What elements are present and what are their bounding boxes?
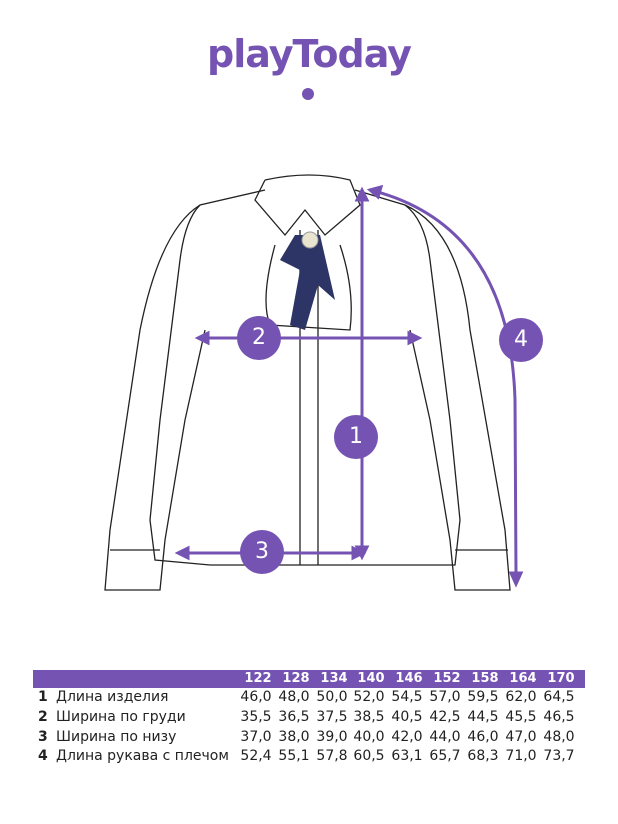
measure-number: 2 — [38, 709, 48, 725]
marker-2: 2 — [237, 316, 281, 360]
table-cell: 40,0 — [353, 729, 385, 745]
measure-name: Длина изделия — [56, 689, 169, 705]
logo-dot — [302, 88, 314, 100]
size-header: 158 — [471, 671, 499, 686]
table-cell: 37,0 — [240, 729, 272, 745]
size-header: 152 — [433, 671, 461, 686]
table-cell: 57,0 — [429, 689, 461, 705]
table-cell: 42,5 — [429, 709, 461, 725]
right-sleeve — [404, 204, 511, 591]
table-cell: 42,0 — [391, 729, 423, 745]
size-header-bar — [33, 670, 585, 688]
measure-label: 1 Длина изделия — [38, 689, 168, 705]
table-cell: 52,0 — [353, 689, 385, 705]
measure-label: 4 Длина рукава с плечом — [38, 748, 229, 764]
table-cell: 50,0 — [316, 689, 348, 705]
table-cell: 63,1 — [391, 748, 423, 764]
table-cell: 57,8 — [316, 748, 348, 764]
table-cell: 40,5 — [391, 709, 423, 725]
table-cell: 55,1 — [278, 748, 310, 764]
table-cell: 38,0 — [278, 729, 310, 745]
measure-number: 4 — [38, 748, 48, 764]
marker-1: 1 — [334, 415, 378, 459]
table-cell: 62,0 — [505, 689, 537, 705]
measure-number: 3 — [38, 729, 48, 745]
measure-number: 1 — [38, 689, 48, 705]
table-cell: 46,5 — [543, 709, 575, 725]
size-header: 122 — [244, 671, 272, 686]
table-cell: 48,0 — [543, 729, 575, 745]
marker-3: 3 — [240, 530, 284, 574]
measure-label: 2 Ширина по груди — [38, 709, 186, 725]
table-cell: 71,0 — [505, 748, 537, 764]
size-header: 140 — [357, 671, 385, 686]
table-cell: 59,5 — [467, 689, 499, 705]
brooch — [301, 231, 319, 249]
table-cell: 68,3 — [467, 748, 499, 764]
shirt-body — [149, 189, 461, 566]
table-cell: 64,5 — [543, 689, 575, 705]
table-cell: 47,0 — [505, 729, 537, 745]
table-cell: 45,5 — [505, 709, 537, 725]
table-cell: 38,5 — [353, 709, 385, 725]
size-header: 164 — [509, 671, 537, 686]
measure-name: Ширина по низу — [56, 729, 177, 745]
table-cell: 60,5 — [353, 748, 385, 764]
table-cell: 37,5 — [316, 709, 348, 725]
measure-label: 3 Ширина по низу — [38, 729, 176, 745]
left-sleeve — [104, 204, 206, 591]
table-cell: 44,5 — [467, 709, 499, 725]
table-cell: 35,5 — [240, 709, 272, 725]
size-header: 128 — [282, 671, 310, 686]
marker-4: 4 — [499, 318, 543, 362]
table-cell: 73,7 — [543, 748, 575, 764]
table-cell: 36,5 — [278, 709, 310, 725]
table-cell: 44,0 — [429, 729, 461, 745]
table-cell: 46,0 — [467, 729, 499, 745]
bow-tie — [280, 235, 335, 330]
collar — [254, 174, 361, 237]
table-cell: 65,7 — [429, 748, 461, 764]
measure-name: Длина рукава с плечом — [56, 748, 229, 764]
size-header: 146 — [395, 671, 423, 686]
size-header: 170 — [547, 671, 575, 686]
table-cell: 46,0 — [240, 689, 272, 705]
jabot — [265, 244, 352, 331]
measure-name: Ширина по груди — [56, 709, 186, 725]
shirt-drawing — [104, 174, 524, 591]
table-cell: 52,4 — [240, 748, 272, 764]
table-cell: 39,0 — [316, 729, 348, 745]
table-cell: 48,0 — [278, 689, 310, 705]
size-header: 134 — [320, 671, 348, 686]
brand-logo: playToday — [207, 32, 412, 76]
table-cell: 54,5 — [391, 689, 423, 705]
